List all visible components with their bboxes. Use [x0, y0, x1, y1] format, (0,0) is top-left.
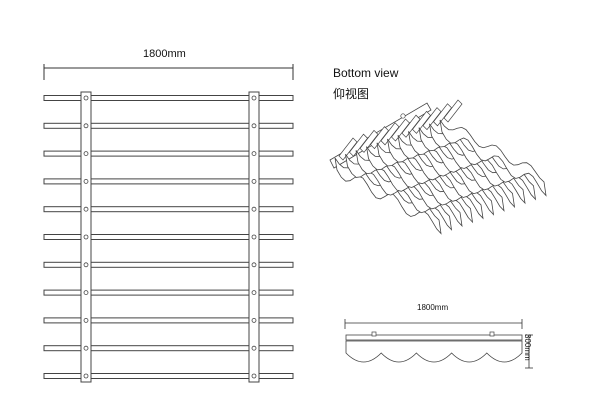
plan-clip: [251, 262, 257, 268]
iso-blade-fin: [443, 99, 463, 123]
plan-slat: [43, 122, 294, 129]
plan-clip: [251, 151, 257, 157]
iso-blade: [366, 146, 474, 224]
elevation-clip-left: [371, 331, 377, 337]
plan-slat: [43, 95, 294, 101]
plan-slat: [43, 317, 294, 324]
elevation-clip-right: [489, 331, 495, 337]
plan-clip: [251, 317, 257, 323]
elevation-wave-profile: [345, 340, 523, 363]
plan-slat: [43, 178, 294, 185]
plan-clip: [83, 206, 89, 212]
elevation-view: [344, 319, 533, 369]
plan-view: [43, 64, 294, 383]
view-title-english: Bottom view: [333, 66, 399, 80]
plan-clip: [251, 206, 257, 212]
plan-width-label: 1800mm: [143, 48, 186, 60]
plan-slat: [43, 373, 294, 379]
iso-blade: [408, 131, 516, 209]
plan-clip: [251, 123, 257, 129]
plan-slat: [43, 234, 294, 240]
iso-blade: [439, 119, 547, 197]
plan-clip: [83, 262, 89, 268]
plan-slat: [43, 345, 294, 352]
plan-slats: [43, 95, 294, 379]
plan-clip: [83, 345, 89, 351]
iso-blade: [376, 142, 484, 220]
plan-clip: [83, 95, 89, 101]
plan-clip: [83, 373, 89, 379]
plan-clip: [251, 95, 257, 101]
iso-blade: [334, 157, 442, 235]
plan-clip: [83, 234, 89, 240]
plan-clip: [251, 290, 257, 296]
plan-clip: [251, 234, 257, 240]
plan-clips: [83, 95, 257, 379]
plan-slat: [43, 289, 294, 296]
iso-blade: [429, 123, 537, 201]
iso-clip: [400, 113, 406, 119]
iso-blades: [334, 99, 547, 235]
plan-clip: [251, 373, 257, 379]
iso-blade: [355, 150, 463, 228]
plan-clip: [83, 178, 89, 184]
elevation-carrier: [345, 334, 523, 341]
plan-clip: [83, 290, 89, 296]
iso-blade: [397, 134, 505, 212]
plan-slat: [43, 150, 294, 157]
plan-clip: [83, 317, 89, 323]
plan-slat: [43, 261, 294, 268]
plan-slat: [43, 206, 294, 213]
view-title-chinese: 仰视图: [333, 87, 370, 101]
plan-clip: [83, 123, 89, 129]
plan-clip: [83, 151, 89, 157]
elevation-width-label: 1800mm: [417, 303, 449, 312]
iso-blade: [345, 153, 453, 231]
elevation-height-label: 300mm: [523, 334, 532, 361]
plan-clip: [251, 345, 257, 351]
plan-clip: [251, 178, 257, 184]
iso-bottom-view: [329, 99, 547, 235]
iso-blade: [387, 138, 495, 216]
iso-blade: [418, 127, 526, 205]
